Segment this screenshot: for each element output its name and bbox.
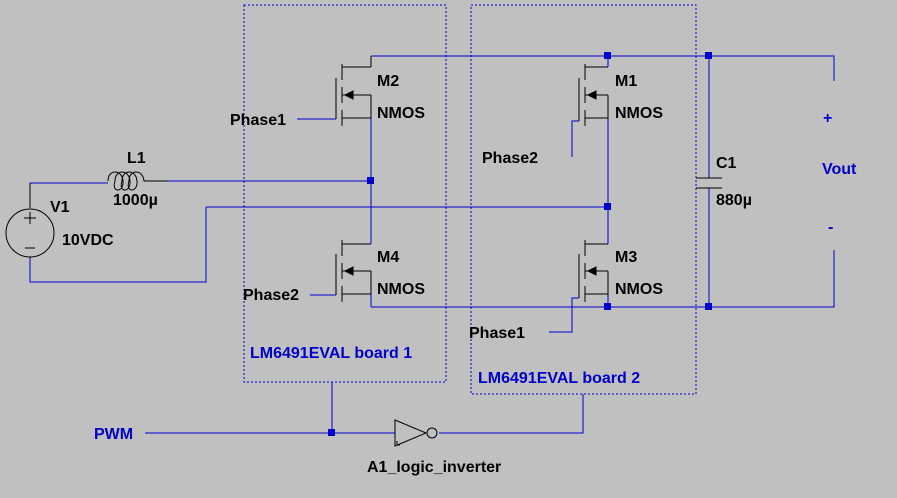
capacitor-c1 <box>696 177 722 189</box>
c1-name-label: C1 <box>716 155 737 172</box>
board2-outline <box>470 4 697 395</box>
m1-gate-label: Phase2 <box>482 150 538 167</box>
nmos-m4 <box>335 240 372 302</box>
m2-model-label: NMOS <box>377 105 425 122</box>
m3-name-label: M3 <box>615 249 637 266</box>
m1-name-label: M1 <box>615 73 637 90</box>
m2-gate-label: Phase1 <box>230 112 286 129</box>
board2-label: LM6491EVAL board 2 <box>478 370 640 387</box>
c1-value-label: 880µ <box>716 192 752 209</box>
nmos-m1 <box>578 64 609 126</box>
nmos-m3 <box>578 240 609 302</box>
board1-outline <box>243 4 447 383</box>
m3-gate-label: Phase1 <box>469 325 525 342</box>
m2-name-label: M2 <box>377 73 399 90</box>
logic-inverter-a1 <box>394 419 438 447</box>
wires <box>29 55 835 434</box>
m4-gate-label: Phase2 <box>243 287 299 304</box>
l1-value-label: 1000µ <box>113 192 158 209</box>
pwm-label: PWM <box>94 426 133 443</box>
v1-value-label: 10VDC <box>62 232 114 249</box>
vout-minus-label: - <box>828 219 833 236</box>
m3-model-label: NMOS <box>615 281 663 298</box>
voltage-source-v1 <box>5 183 55 258</box>
m1-model-label: NMOS <box>615 105 663 122</box>
l1-name-label: L1 <box>127 150 146 167</box>
vout-plus-label: + <box>823 110 832 127</box>
m4-model-label: NMOS <box>377 281 425 298</box>
junctions <box>328 52 712 436</box>
inverter-label: A1_logic_inverter <box>367 459 501 476</box>
nmos-m2 <box>335 56 372 126</box>
v1-name-label: V1 <box>50 199 70 216</box>
inductor-l1 <box>107 171 168 191</box>
board1-label: LM6491EVAL board 1 <box>250 345 412 362</box>
m4-name-label: M4 <box>377 249 399 266</box>
vout-label: Vout <box>822 161 857 178</box>
